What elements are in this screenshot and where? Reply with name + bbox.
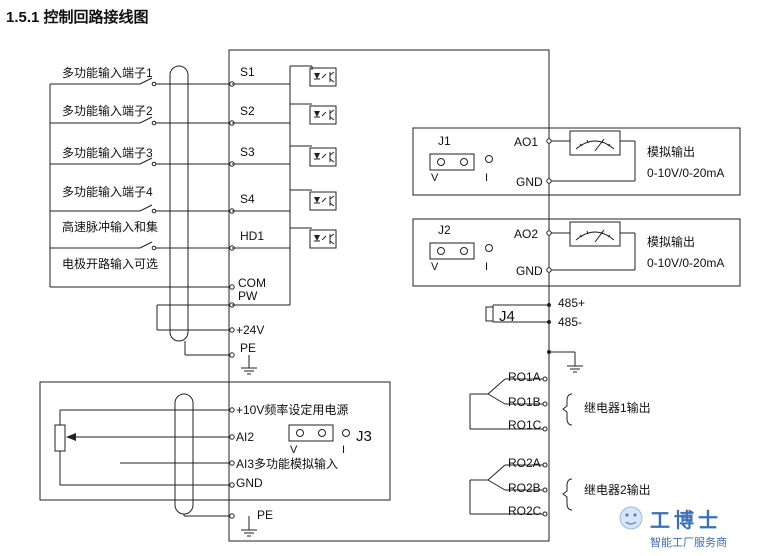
rs485-plus: 485+ — [558, 296, 585, 310]
relay-2 — [469, 462, 573, 517]
ao2-range: 0-10V/0-20mA — [647, 256, 724, 270]
terminal-pe-2: PE — [257, 508, 273, 522]
relay-2-desc: 继电器2输出 — [584, 482, 651, 497]
relay-1-desc: 继电器1输出 — [584, 400, 651, 415]
rs485-minus: 485- — [558, 315, 582, 329]
terminal-pw: PW — [238, 289, 258, 303]
terminal-s4: S4 — [240, 192, 255, 206]
ao1-range: 0-10V/0-20mA — [647, 166, 724, 180]
ao1-label: AO1 — [514, 135, 538, 149]
terminal-ai2: AI2 — [236, 430, 254, 444]
j2-v: V — [431, 261, 439, 273]
ao1-gnd: GND — [516, 175, 543, 189]
analog-output-1 — [412, 127, 741, 196]
terminal-s2: S2 — [240, 104, 255, 118]
page-title: 1.5.1 控制回路接线图 — [6, 8, 149, 26]
ro1a: RO1A — [508, 370, 541, 384]
ao2-desc: 模拟输出 — [647, 234, 695, 249]
terminal-ai3: AI3多功能模拟输入 — [236, 456, 338, 471]
j1-label: J1 — [438, 134, 451, 148]
j1-v: V — [431, 172, 439, 184]
j3-label: J3 — [356, 428, 372, 445]
terminal-s1: S1 — [240, 65, 255, 79]
watermark-logo — [619, 506, 643, 530]
terminal-24v: +24V — [236, 323, 264, 337]
terminal-gnd: GND — [236, 476, 263, 490]
optocoupler-array — [232, 65, 337, 306]
input-label-1: 多功能输入端子1 — [62, 65, 153, 80]
terminal-pe: PE — [240, 341, 256, 355]
rs485-section — [485, 303, 584, 373]
watermark-brand: 工博士 — [650, 508, 722, 532]
j4-label: J4 — [499, 308, 515, 325]
j2-i: I — [485, 261, 488, 273]
digital-input-section — [49, 65, 258, 375]
j2-label: J2 — [438, 223, 451, 237]
terminal-10v: +10V频率设定用电源 — [236, 402, 348, 417]
input-label-6: 电极开路输入可选 — [62, 256, 158, 271]
ro2c: RO2C — [508, 504, 542, 518]
input-label-4: 多功能输入端子4 — [62, 184, 153, 199]
analog-input-section — [39, 381, 391, 537]
analog-output-2 — [412, 218, 741, 287]
ao2-label: AO2 — [514, 227, 538, 241]
j3-v: V — [290, 444, 298, 456]
ao1-desc: 模拟输出 — [647, 144, 695, 159]
ro1b: RO1B — [508, 395, 541, 409]
ro2a: RO2A — [508, 456, 541, 470]
terminal-com: COM — [238, 276, 266, 290]
input-label-3: 多功能输入端子3 — [62, 145, 153, 160]
terminal-s3: S3 — [240, 145, 255, 159]
input-label-2: 多功能输入端子2 — [62, 103, 153, 118]
input-label-5: 高速脉冲输入和集 — [62, 219, 158, 234]
j3-i: I — [342, 444, 345, 456]
ro1c: RO1C — [508, 418, 542, 432]
drive-box — [228, 49, 550, 542]
terminal-hd1: HD1 — [240, 229, 264, 243]
watermark-tagline: 智能工厂服务商 — [650, 535, 727, 549]
relay-1 — [469, 376, 573, 432]
j1-i: I — [485, 172, 488, 184]
ao2-gnd: GND — [516, 264, 543, 278]
ro2b: RO2B — [508, 481, 541, 495]
